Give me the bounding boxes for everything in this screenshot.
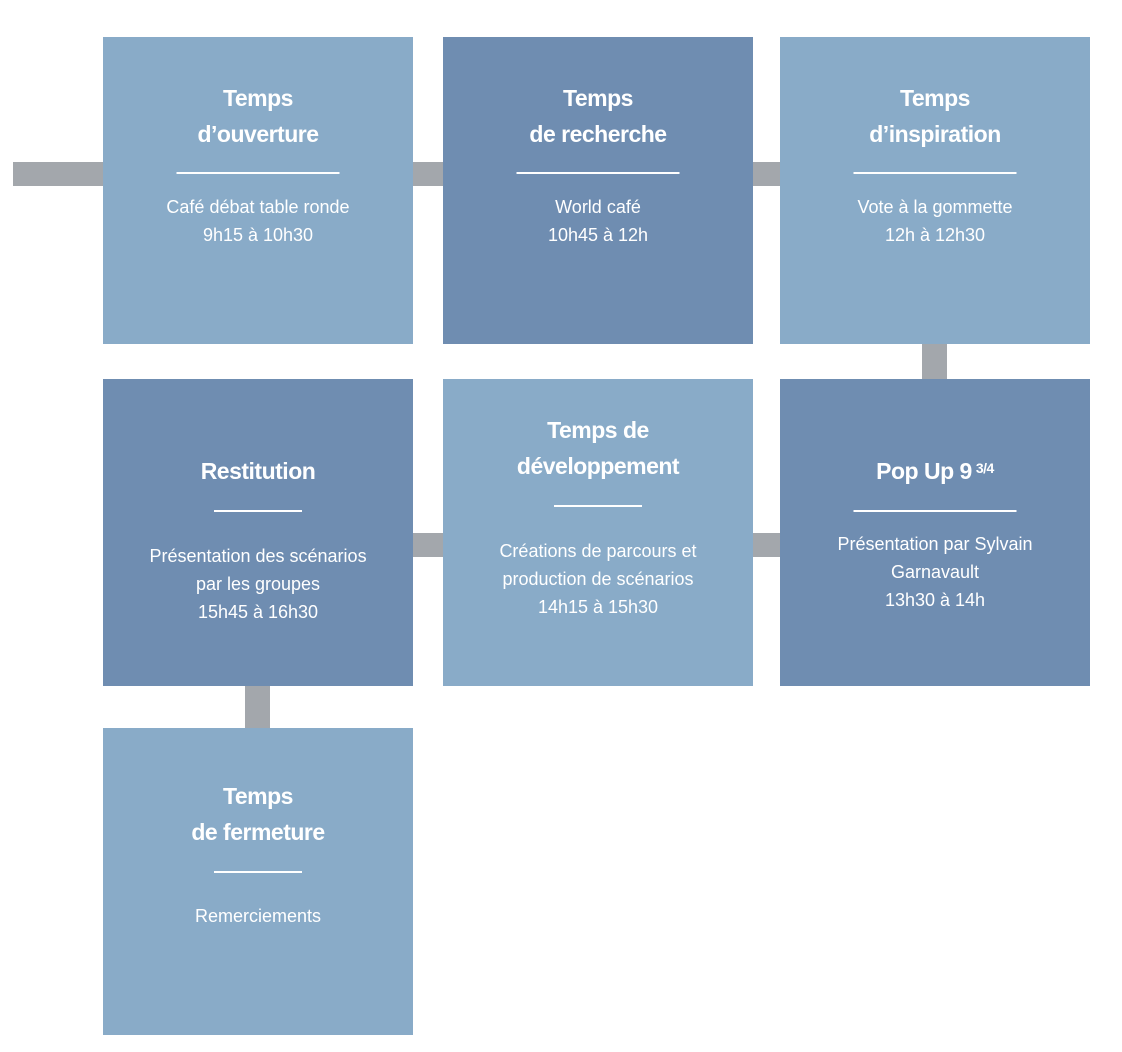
step-description-line: 9h15 à 10h30 <box>202 225 314 245</box>
step-description-line: 15h45 à 16h30 <box>197 602 319 622</box>
step-description-line: Présentation des scénarios <box>149 546 367 566</box>
connector-restitution-fermeture <box>245 684 270 730</box>
connector-inspiration-popup <box>922 342 947 381</box>
step-title: Temps d’ouverture <box>103 80 413 152</box>
connector-popup-developpement <box>750 533 782 557</box>
step-description: Café débat table ronde 9h15 à 10h30 <box>113 193 403 249</box>
step-box-fermeture: Temps de fermeture Remerciements <box>103 728 413 1035</box>
step-title-line: Temps <box>900 85 970 111</box>
step-box-recherche: Temps de recherche World café 10h45 à 12… <box>443 37 753 344</box>
step-description-line: Garnavault <box>890 562 980 582</box>
step-title-line: Temps <box>223 783 293 809</box>
step-description: Présentation des scénarios par les group… <box>113 542 403 626</box>
step-description-line: 10h45 à 12h <box>547 225 649 245</box>
step-divider <box>176 172 340 174</box>
connector-developpement-restitution <box>411 533 445 557</box>
step-description-line: 12h à 12h30 <box>884 225 986 245</box>
step-title-text: Pop Up 9 <box>876 458 972 484</box>
connector-ouverture-recherche <box>411 162 445 186</box>
step-description-line: Café débat table ronde <box>166 197 350 217</box>
connector-start <box>13 162 105 186</box>
step-divider <box>554 505 642 507</box>
step-box-inspiration: Temps d’inspiration Vote à la gommette 1… <box>780 37 1090 344</box>
step-title-line: Temps <box>223 85 293 111</box>
step-description-line: Présentation par Sylvain <box>837 534 1033 554</box>
step-title-line: développement <box>516 453 680 479</box>
step-box-developpement: Temps de développement Créations de parc… <box>443 379 753 686</box>
step-description-line: Remerciements <box>194 906 322 926</box>
step-description-line: World café <box>555 197 641 217</box>
step-divider <box>214 510 302 512</box>
step-title: Restitution <box>103 453 413 489</box>
step-description: Vote à la gommette 12h à 12h30 <box>790 193 1080 249</box>
step-title: Temps d’inspiration <box>780 80 1090 152</box>
step-title-line: d’inspiration <box>869 121 1001 147</box>
step-title-line: de fermeture <box>191 819 325 845</box>
step-title: Temps de fermeture <box>103 778 413 850</box>
connector-recherche-inspiration <box>750 162 782 186</box>
step-divider <box>853 510 1017 512</box>
step-description-line: 13h30 à 14h <box>884 590 986 610</box>
step-description-line: 14h15 à 15h30 <box>537 597 659 617</box>
step-description: World café 10h45 à 12h <box>453 193 743 249</box>
step-title-line: Temps de <box>547 417 649 443</box>
step-description-line: par les groupes <box>195 574 321 594</box>
step-box-ouverture: Temps d’ouverture Café débat table ronde… <box>103 37 413 344</box>
step-box-restitution: Restitution Présentation des scénarios p… <box>103 379 413 686</box>
step-title-line: d’ouverture <box>197 121 319 147</box>
step-title-line: Temps <box>563 85 633 111</box>
step-description-line: production de scénarios <box>502 569 694 589</box>
step-divider <box>516 172 680 174</box>
step-description: Présentation par Sylvain Garnavault 13h3… <box>790 530 1080 614</box>
step-description-line: Vote à la gommette <box>857 197 1013 217</box>
step-title: Temps de recherche <box>443 80 753 152</box>
step-description: Remerciements <box>113 902 403 930</box>
step-divider <box>214 871 302 873</box>
step-title-line: de recherche <box>529 121 667 147</box>
step-title-superscript: 3/4 <box>975 460 994 476</box>
step-title: Temps de développement <box>443 412 753 484</box>
step-title-line: Restitution <box>200 458 316 484</box>
step-description: Créations de parcours et production de s… <box>453 537 743 621</box>
step-description-line: Créations de parcours et <box>499 541 697 561</box>
step-divider <box>853 172 1017 174</box>
